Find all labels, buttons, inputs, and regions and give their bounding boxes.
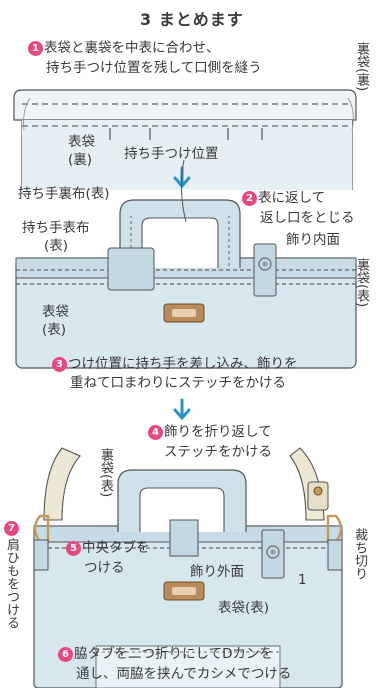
step-number-badge: 4: [148, 425, 163, 440]
step7-label: 肩ひもをつける: [4, 538, 19, 629]
step-number-badge: 3: [52, 357, 67, 372]
step1-bag: [13, 89, 357, 190]
step2-outer-sub-label: (表): [42, 322, 67, 338]
final-deco-outer-label: 飾り外面: [190, 564, 244, 580]
step1-line1: 表袋と裏袋を中表に合わせ、: [44, 40, 220, 56]
step-number-badge: 2: [242, 191, 257, 206]
step3-instruction-line2: 重ねて口まわりにステッチをかける: [70, 375, 286, 391]
final-cut-label: 裁ち切り: [352, 528, 367, 580]
step2-handle-lining-label: 持ち手裏布(表): [18, 186, 110, 202]
step7-badge: 7: [4, 520, 20, 537]
step5-instruction-line2: つける: [84, 560, 125, 576]
step2-handle-outer-sub-label: (表): [44, 238, 69, 254]
step4-instruction-line2: ステッチをかける: [164, 444, 272, 460]
step1-handle-position-label: 持ち手つけ位置: [124, 146, 219, 162]
step1-instruction-line2: 持ち手つけ位置を残して口側を縫う: [46, 60, 262, 76]
arrow-down-icon: [173, 398, 191, 421]
step-number-badge: 6: [58, 647, 73, 662]
step1-outer-sub-label: (裏): [68, 152, 93, 168]
final-bag: [33, 447, 343, 688]
step1-lining-label: 裏袋(裏): [354, 42, 369, 92]
page-title: 3 まとめます: [140, 10, 244, 29]
step6-line1: 脇タブを二つ折りにしてDカンを: [74, 646, 273, 662]
step2-lining-label: 裏袋(表): [354, 258, 369, 308]
step-number-badge: 5: [66, 541, 81, 556]
step-number-badge: 7: [4, 521, 19, 536]
step2-outer-label: 表袋: [42, 304, 69, 320]
step4-lining-label: 裏袋(表): [98, 448, 113, 498]
step4-line1: 飾りを折り返して: [164, 424, 272, 440]
step1-outer-label: 表袋: [68, 134, 95, 150]
final-mark-label: 1: [298, 572, 307, 588]
step3-line1: つけ位置に持ち手を差し込み、飾りを: [68, 356, 298, 372]
step2-line1: 表に返して: [258, 190, 326, 206]
step2-handle-outer-label: 持ち手表布: [22, 220, 90, 236]
step-number-badge: 1: [28, 41, 43, 56]
step3-bag: [15, 159, 357, 369]
step2-instruction-line2: 返し口をとじる: [260, 210, 355, 226]
step5-line1: 中央タブを: [82, 540, 150, 556]
step6-instruction-line2: 通し、両脇を挟んでカシメでつける: [76, 666, 292, 682]
step2-deco-inner-label: 飾り内面: [286, 232, 340, 248]
final-outer-label: 表袋(表): [218, 600, 270, 616]
